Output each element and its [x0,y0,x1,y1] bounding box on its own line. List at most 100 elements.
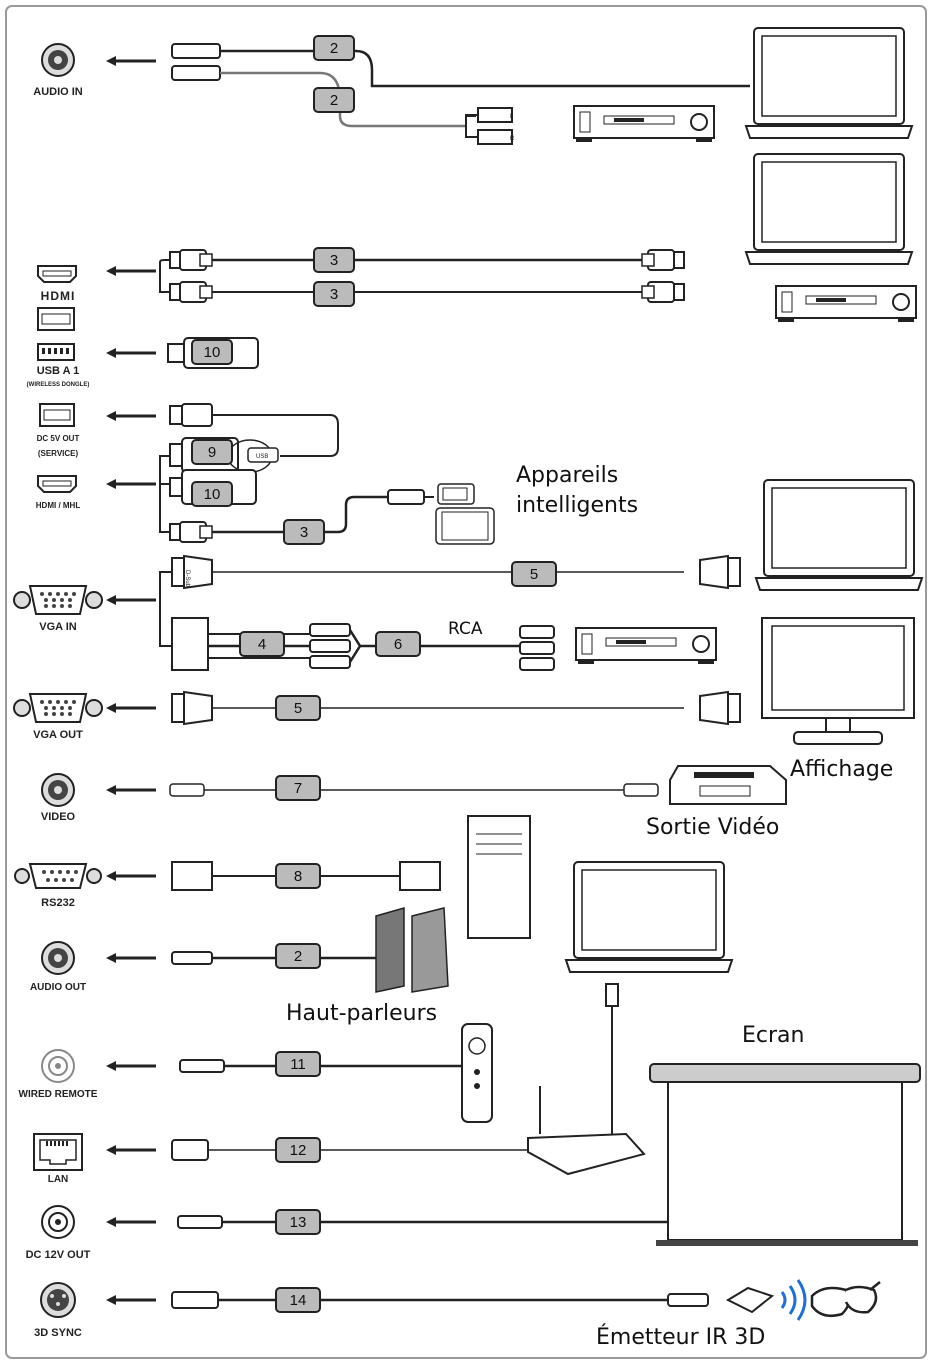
network-router [527,1086,646,1176]
svg-text:9: 9 [208,444,216,461]
badge-sync3d: 14 [275,1287,321,1313]
audio-out-cable [171,951,376,965]
sync3d-port-icon [40,1282,76,1318]
svg-text:11: 11 [290,1056,306,1073]
wired-remote-label: WIRED REMOTE [19,1089,98,1100]
svg-text:12: 12 [290,1142,307,1159]
hdmi-mhl-label: HDMI / MHL [36,501,81,510]
svg-text:L: L [510,114,514,120]
badge-vga-out: 5 [275,695,321,721]
ir-emitter [725,1286,775,1314]
arrow-vga-out [104,701,158,715]
diagram-frame [5,5,927,1359]
dc12v-label: DC 12V OUT [26,1249,91,1261]
svg-text:8: 8 [294,868,302,885]
laptop-network [565,861,733,973]
vga-in-cables [159,555,741,671]
ir-wave-icon [780,1279,807,1321]
dc5v-label: DC 5V OUT [37,434,80,443]
svg-text:2: 2 [294,948,302,965]
laptop-network-plug [605,983,619,1007]
video-out-caption: Sortie Vidéo [646,815,779,840]
video-label: VIDEO [41,811,76,823]
svg-text:14: 14 [290,1292,307,1309]
badge-hdmi-a: 3 [313,247,355,273]
badge-audio-out: 2 [275,943,321,969]
lan-label: LAN [48,1174,69,1185]
arrow-sync3d [104,1293,158,1307]
svg-text:7: 7 [294,780,302,797]
badge-vga-in: 5 [511,561,557,587]
badge-audio-in-a: 2 [313,35,355,61]
audio-in-label: AUDIO IN [33,86,83,98]
svg-text:6: 6 [394,636,402,653]
vga-out-cables [171,691,741,725]
arrow-hdmi [104,264,158,278]
rs232-cable [171,861,441,891]
svg-text:3: 3 [300,524,308,541]
arrow-lan [104,1143,158,1157]
sync3d-cable [171,1291,709,1309]
laptop-audio [745,27,913,139]
svg-text:4: 4 [258,636,266,653]
badge-lan: 12 [275,1137,321,1163]
tablet-icon [435,507,495,545]
rs232-label: RS232 [41,897,75,909]
audio-out-port-icon [41,941,75,975]
hdmi-mhl-port-icon [37,475,77,493]
video-cable [169,783,659,797]
ir-emitter-caption: Émetteur IR 3D [596,1324,765,1350]
speakers-caption: Haut-parleurs [286,1001,437,1026]
svg-text:2: 2 [330,92,338,109]
badge-component: 4 [239,631,285,657]
arrow-hdmi-mhl [104,477,158,491]
badge-rs232: 8 [275,863,321,889]
badge-mhl-dongle: 10 [191,481,233,507]
badge-dc12v: 13 [275,1209,321,1235]
lan-port-icon [33,1133,83,1171]
arrow-wired-remote [104,1059,158,1073]
speakers [375,907,449,993]
dc12v-port-icon [41,1205,75,1239]
dsub-connector-label: D-Sub [184,570,190,588]
arrow-usb [104,346,158,360]
wired-remote-port-icon [41,1049,75,1083]
hdmi-label: HDMI [41,289,76,303]
sync3d-label: 3D SYNC [34,1327,82,1339]
badge-audio-in-b: 2 [313,87,355,113]
dvd-player-audio [573,105,715,143]
screen-caption: Ecran [742,1023,804,1048]
dc5v-note: (SERVICE) [38,449,79,458]
svg-text:5: 5 [294,700,302,717]
smart-phone-icon [437,483,475,505]
dvd-player-component [575,627,717,665]
smart-devices-caption-1: Appareils [516,463,618,488]
arrow-video [104,783,158,797]
lan-cable [171,1139,534,1161]
vga-out-label: VGA OUT [33,729,83,741]
arrow-audio-out [104,951,158,965]
svg-text:13: 13 [290,1214,307,1231]
arrow-rs232 [104,869,158,883]
3d-glasses [810,1281,881,1317]
vga-in-port-icon [13,585,103,615]
dc5v-port-icon [39,403,75,427]
audio-out-label: AUDIO OUT [30,982,86,993]
smart-devices-caption-2: intelligents [516,493,638,518]
svg-text:2: 2 [330,40,338,57]
badge-remote: 11 [275,1051,321,1077]
vcr-device [669,765,787,805]
laptop-hdmi [745,153,913,265]
svg-text:5: 5 [530,566,538,583]
svg-text:USB: USB [256,454,268,460]
wired-remote-cable [179,1059,462,1073]
dvd-player-hdmi [775,285,917,323]
svg-text:3: 3 [330,286,338,303]
vga-out-port-icon [13,693,103,723]
remote-control [461,1023,493,1123]
badge-rca: 6 [375,631,421,657]
video-port-icon [41,773,75,807]
usb-a1-label: USB A 1 [37,365,80,377]
